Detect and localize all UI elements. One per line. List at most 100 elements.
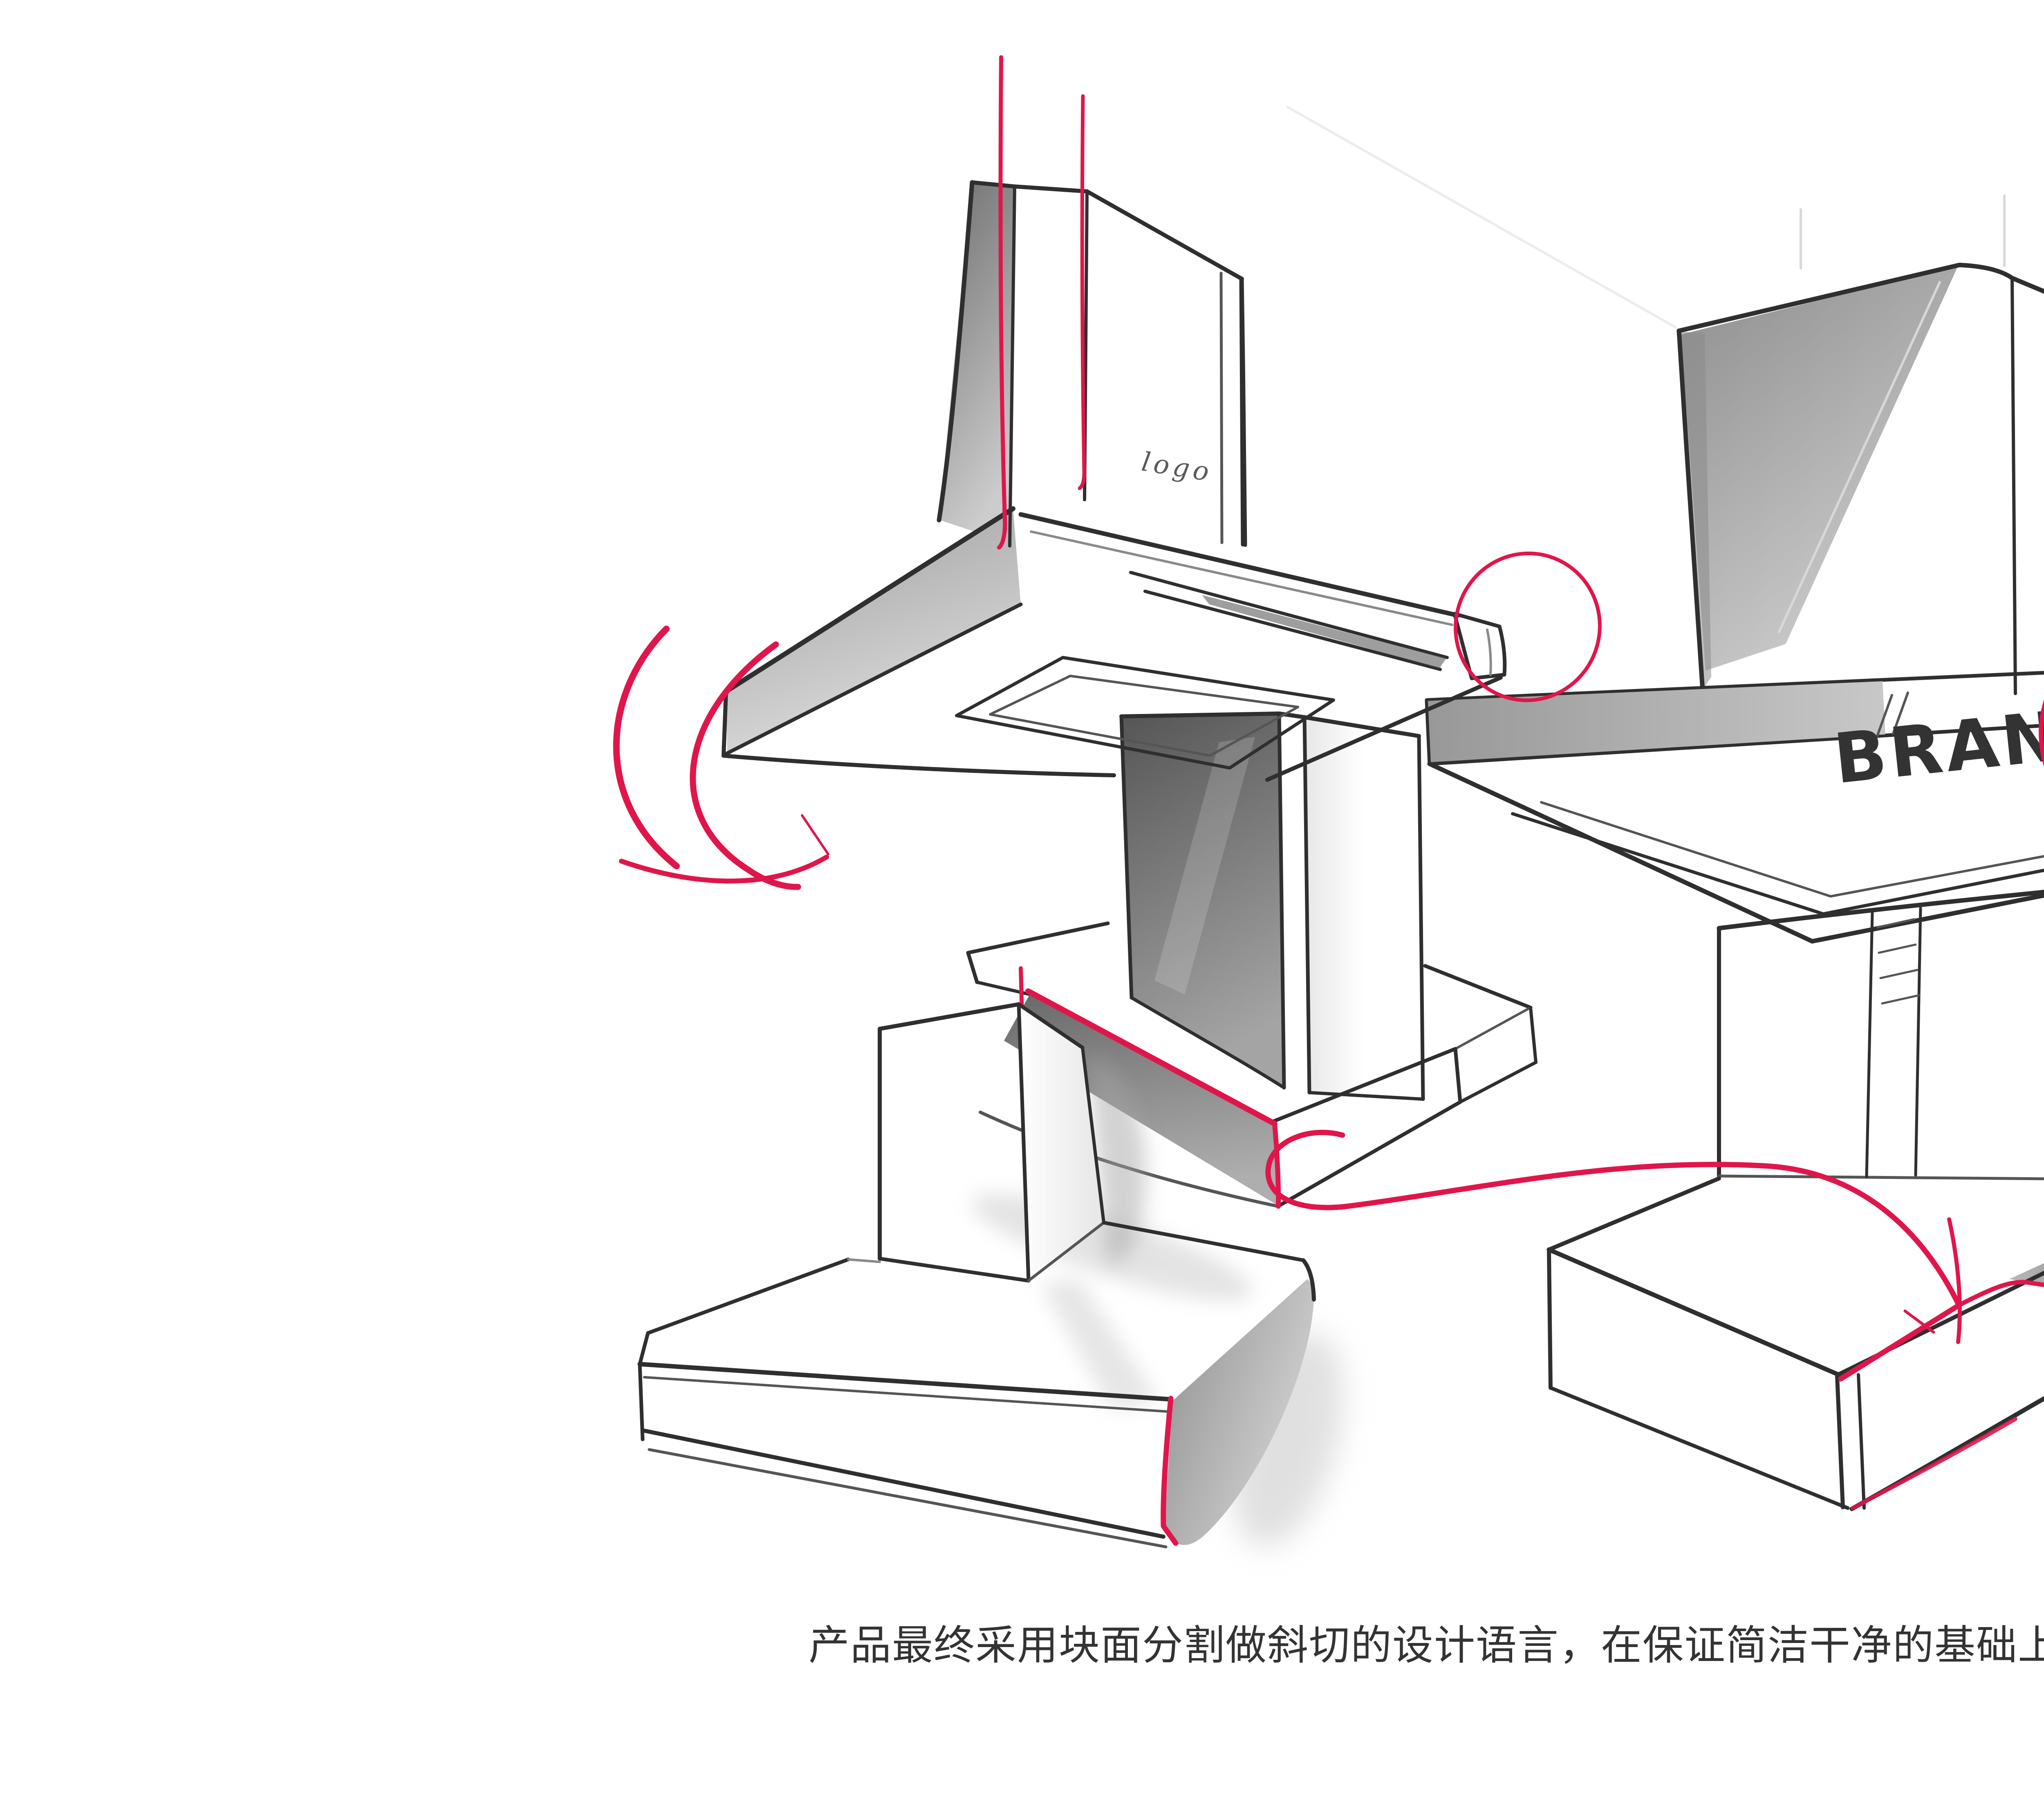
sketch-line (1549, 1386, 1850, 1510)
sketch-line (1119, 714, 1134, 1000)
sketch-line (724, 506, 1015, 694)
sketch-line (878, 1257, 1031, 1283)
sketch-line (638, 1362, 645, 1441)
arrow-tip (1903, 1309, 1935, 1334)
caption-text: 产品最终采用块面分割做斜切的设计语言，在保证简洁干净的基础上带有硬朗的风格。 (809, 1623, 2044, 1668)
sketch-line (643, 1376, 1169, 1413)
groove-line (1865, 911, 1874, 1178)
sketch-line (722, 754, 1116, 777)
sketch-line (1102, 1221, 1305, 1262)
highlight-streak (1154, 737, 1255, 994)
sketch-line (1540, 801, 2044, 898)
arrow-tip (801, 814, 829, 855)
sketch-block-hood-top-right: BRAND (1425, 263, 2044, 944)
sketch-line (1453, 1047, 1462, 1104)
shade-face (1019, 1004, 1104, 1281)
vent-slot-shade (1202, 595, 1446, 668)
construction-line (1286, 106, 1676, 328)
red-accent-edge (1025, 988, 1278, 1127)
sketch-line (641, 1428, 1165, 1539)
red-accent-edge (1957, 1279, 2044, 1308)
red-accent-edge (1838, 1302, 1962, 1382)
shade-face (1304, 717, 1423, 1099)
sketch-line (1240, 277, 1247, 547)
vent-slot-line (1143, 590, 1442, 671)
sketch-line (1547, 1176, 1721, 1252)
hatch-mark (1879, 969, 1918, 979)
sketch-line (1081, 1046, 1105, 1224)
sketch-line (1810, 893, 2044, 944)
arrow-stroke (1265, 1129, 1962, 1308)
shade-face (726, 509, 1021, 753)
sketch-line (1778, 281, 1941, 633)
sketch-line (638, 1331, 650, 1366)
red-accent-edge (1272, 1121, 1281, 1209)
canopy-end-cap (1452, 612, 1507, 680)
red-long-arrow (1265, 1129, 1962, 1344)
sketch-line (1130, 996, 1286, 1089)
sketch-line (725, 602, 1023, 755)
sketch-chimney-hood-top-left: logo (613, 55, 1602, 890)
shade-face (1681, 266, 1958, 671)
sketch-line (1119, 711, 1421, 738)
sketch-line (847, 1258, 881, 1263)
sketch-line (1027, 1221, 1105, 1282)
recessed-panel (955, 656, 1335, 770)
red-accent-edge (1851, 1417, 2017, 1510)
sketch-line (1717, 889, 2044, 931)
sketch-line (648, 1448, 1168, 1549)
sketch-line (966, 951, 979, 984)
red-accent-edge (1078, 94, 1086, 490)
sketch-line (1030, 530, 1453, 626)
sketch-line (1838, 1270, 2044, 1376)
construction-lines (1286, 106, 2006, 328)
sketch-line (1486, 628, 1492, 676)
red-highlight-circle (1454, 551, 1602, 703)
canopy-band (1425, 671, 2044, 766)
sketch-line (722, 689, 728, 758)
hatch-mark (1892, 691, 1909, 735)
logo-label: logo (1139, 447, 1215, 488)
sketch-line (937, 180, 975, 523)
sketch-line (1529, 1006, 1537, 1064)
sketch-line (1849, 1396, 2044, 1511)
sketch-line (1301, 1258, 1316, 1302)
shade-face (1428, 681, 1885, 762)
sketch-line (646, 1257, 850, 1335)
vent-slot-line (1129, 571, 1449, 659)
hatch-mark (1876, 918, 1915, 929)
sketch-line (1271, 1047, 1457, 1124)
sketch-line (1308, 1091, 1425, 1101)
sketch-line (966, 921, 1110, 955)
arrow-stroke (619, 855, 829, 884)
chamfer-wedge (2009, 1263, 2044, 1285)
sketch-line (1546, 1247, 1841, 1377)
sketch-line (1427, 761, 1815, 944)
sketch-line (878, 1002, 1021, 1031)
shade-face (1121, 714, 1284, 1088)
sketch-slab-hood-bottom-left (637, 1002, 1343, 1549)
recessed-panel-inner (989, 675, 1299, 757)
sketch-line (1857, 1373, 1866, 1510)
sketch-line (1008, 185, 1016, 548)
sketch-wide-slab-hood-bottom-right (1265, 889, 2044, 1511)
sketch-line (1717, 1174, 2044, 1181)
sketch-line (1302, 715, 1311, 1095)
sketch-line (1219, 272, 1224, 544)
arrow-tip (1947, 1217, 1962, 1344)
cast-shadow (1040, 1279, 1159, 1409)
sketch-line (637, 1362, 1172, 1402)
sketch-line (1017, 1002, 1031, 1283)
sketch-line (1417, 734, 1425, 1101)
sketch-line (1018, 512, 1460, 618)
sketch-line (1265, 676, 1503, 782)
chamfer-end-cap (1164, 1279, 1314, 1545)
sketch-line (1085, 189, 1244, 281)
sketch-line (1547, 1248, 1553, 1390)
hatch-mark (1878, 943, 1917, 954)
red-swoosh-arrow (613, 626, 829, 890)
sketch-line (1423, 964, 1533, 1010)
sketch-line (1459, 1061, 1537, 1104)
